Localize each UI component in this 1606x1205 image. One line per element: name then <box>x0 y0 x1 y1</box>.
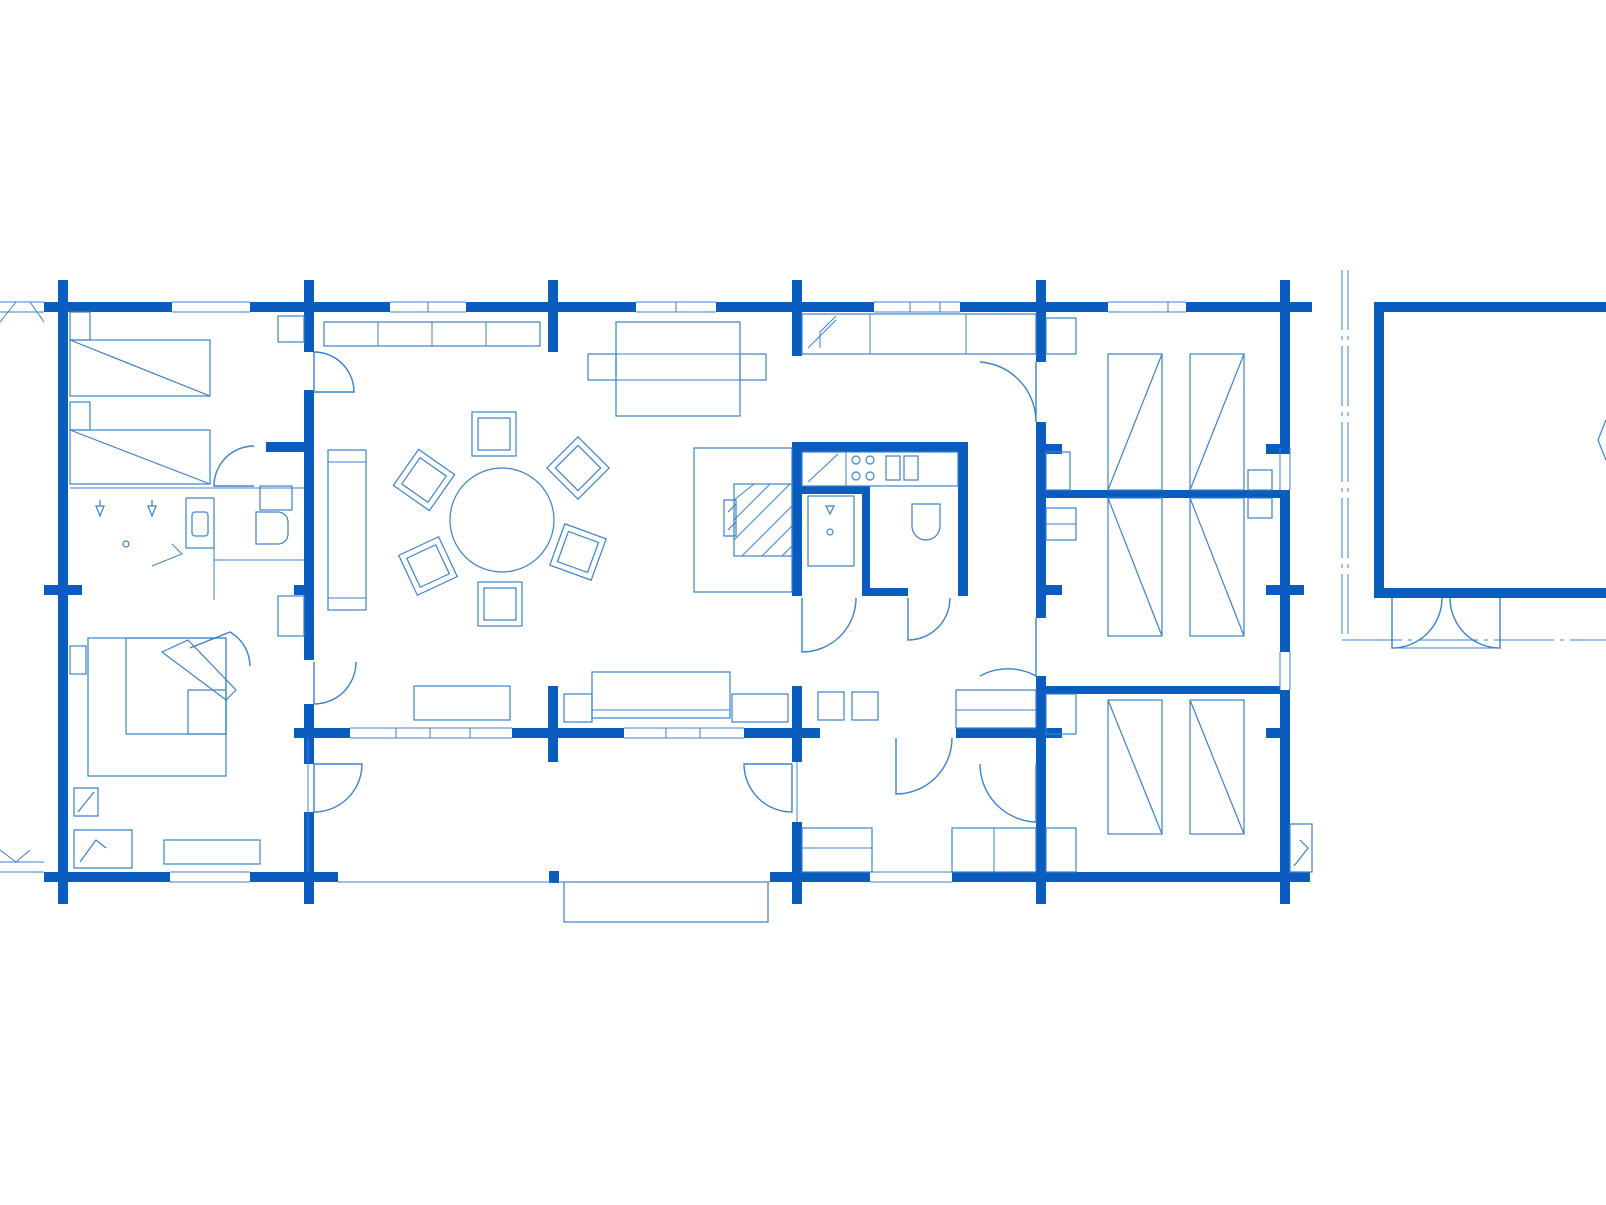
living-dining-furniture <box>323 321 793 723</box>
doors <box>189 351 1501 823</box>
kitchen-bath-fixtures <box>801 313 1037 873</box>
terrace <box>307 738 798 923</box>
right-bedrooms-beds <box>1045 317 1313 873</box>
walls <box>44 280 1606 904</box>
left-wing-furniture <box>69 311 305 869</box>
outbuilding <box>1341 270 1606 641</box>
windows <box>0 301 1291 883</box>
